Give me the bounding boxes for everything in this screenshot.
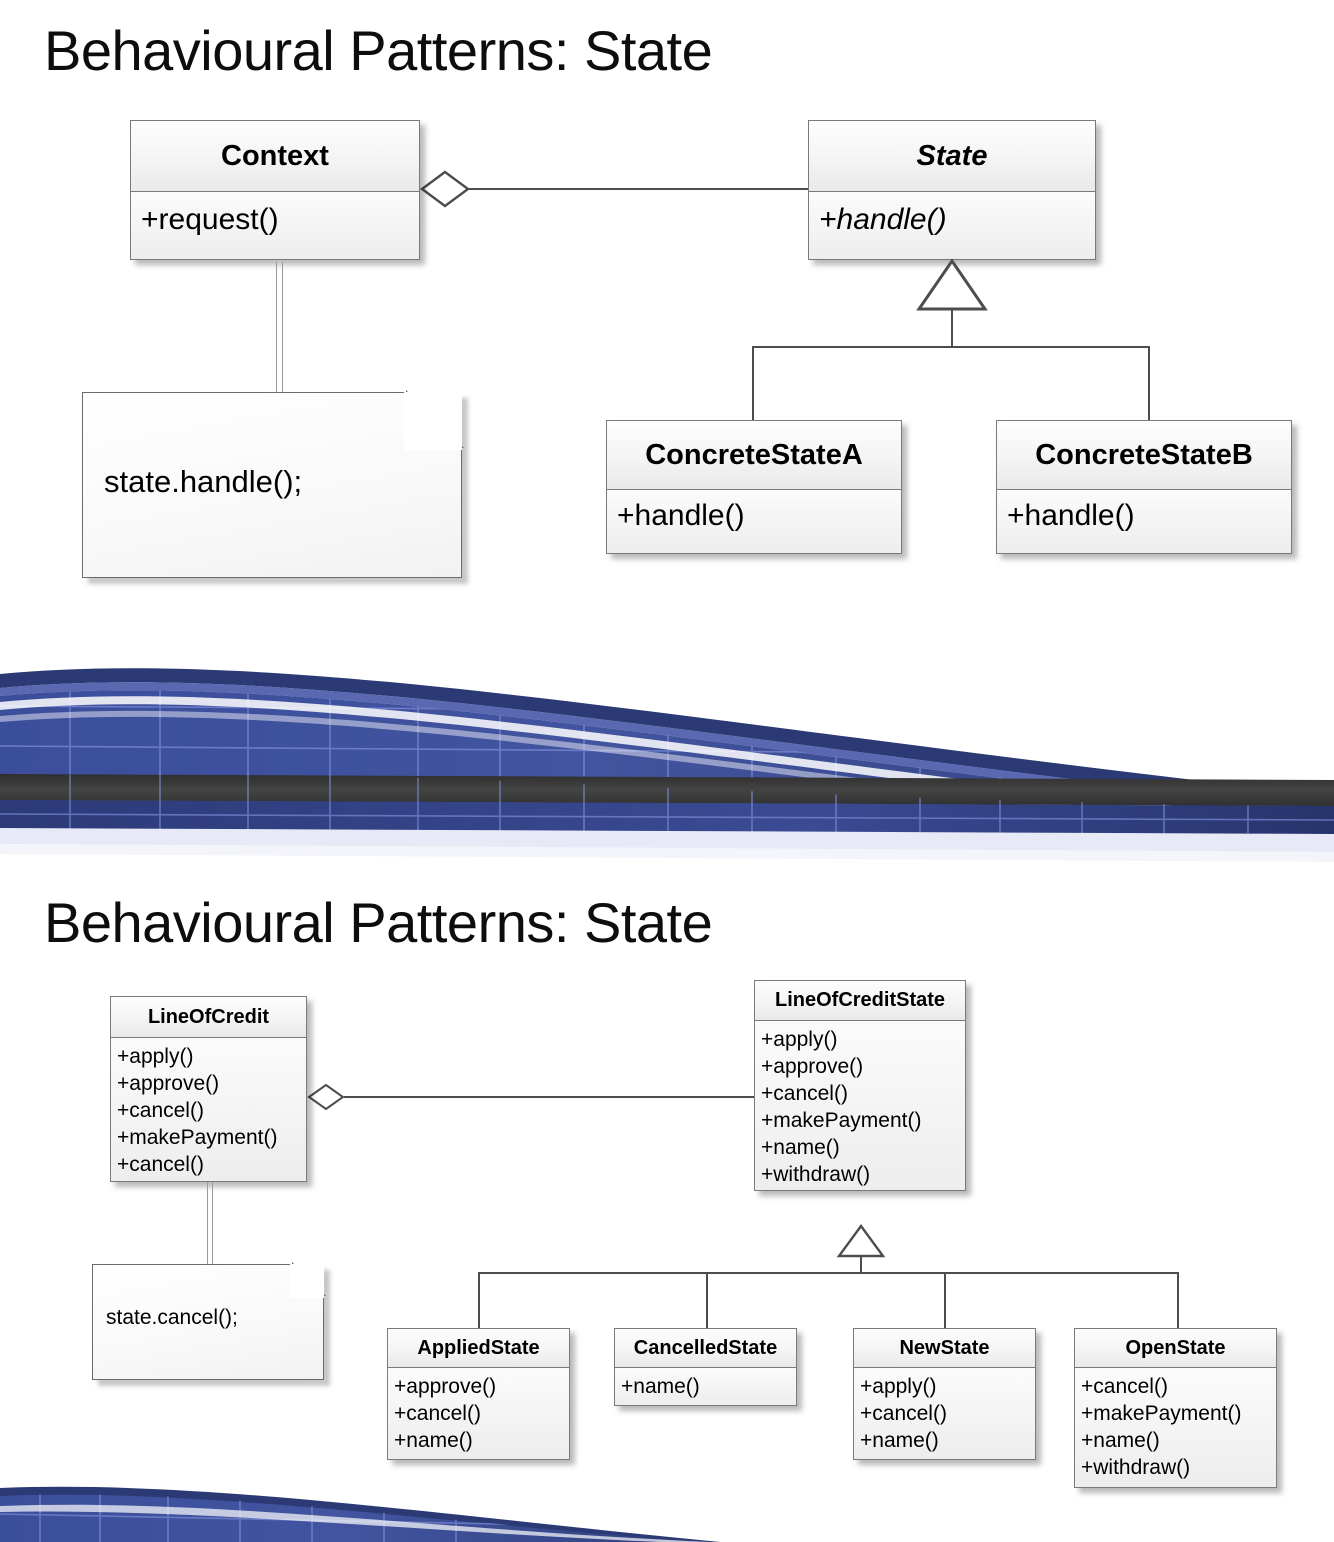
slide-state-pattern-generic: Behavioural Patterns: State Context +req… (0, 19, 1334, 868)
operation: +makePayment() (117, 1126, 278, 1149)
uml-class-line-of-credit-state[interactable]: LineOfCreditState +apply() +approve() +c… (754, 980, 966, 1191)
decorative-banner-bottom (0, 1480, 1334, 1542)
page-title: Behavioural Patterns: State (44, 19, 713, 82)
class-name-concrete-state-b: ConcreteStateB (996, 420, 1292, 490)
class-name-context: Context (130, 120, 420, 192)
note-link-context (276, 262, 286, 397)
aggregation-line-context-state (467, 188, 810, 190)
operation: +approve() (394, 1375, 497, 1398)
generalization-triangle-icon (836, 1224, 886, 1258)
operation: +apply() (860, 1375, 937, 1398)
generalization-drop-b (1148, 346, 1150, 420)
operation: +name() (394, 1429, 473, 1452)
decorative-banner (0, 628, 1334, 868)
operation: +cancel() (117, 1153, 204, 1176)
aggregation-line-loc-state (344, 1096, 756, 1098)
operation: +cancel() (117, 1099, 204, 1122)
operation: +approve() (117, 1072, 220, 1095)
class-name-line-of-credit: LineOfCredit (110, 996, 307, 1038)
generalization-triangle-icon (916, 258, 988, 311)
generalization-bus (752, 346, 1150, 348)
operation: +name() (761, 1136, 840, 1159)
operation: +makePayment() (1081, 1402, 1242, 1425)
uml-note-state-handle[interactable]: state.handle(); (82, 390, 468, 584)
operation: +cancel() (761, 1082, 848, 1105)
operation: +approve() (761, 1055, 864, 1078)
operation: +handle() (819, 203, 947, 236)
note-fold-fill (404, 392, 462, 450)
operation: +name() (621, 1375, 700, 1398)
page-title: Behavioural Patterns: State (44, 891, 713, 954)
note-text: state.handle(); (104, 464, 303, 499)
aggregation-diamond-icon (419, 170, 471, 208)
generalization-bus (478, 1272, 1178, 1274)
note-fold-fill (290, 1264, 324, 1298)
generalization-drop-cancelled (706, 1272, 708, 1334)
generalization-drop-applied (478, 1272, 480, 1334)
note-link-line-of-credit (207, 1182, 215, 1266)
generalization-stem (951, 310, 953, 348)
note-text: state.cancel(); (106, 1306, 238, 1329)
operation: +withdraw() (761, 1163, 871, 1186)
class-name-open-state: OpenState (1074, 1328, 1277, 1368)
uml-class-concrete-state-b[interactable]: ConcreteStateB +handle() (996, 420, 1292, 554)
operation: +request() (141, 203, 279, 236)
generalization-drop-a (752, 346, 754, 420)
uml-class-cancelled-state[interactable]: CancelledState +name() (614, 1328, 797, 1406)
operation: +cancel() (394, 1402, 481, 1425)
uml-class-concrete-state-a[interactable]: ConcreteStateA +handle() (606, 420, 902, 554)
operation: +makePayment() (761, 1109, 922, 1132)
aggregation-diamond-icon (307, 1083, 345, 1111)
generalization-drop-open (1177, 1272, 1179, 1334)
operation: +name() (1081, 1429, 1160, 1452)
class-name-state: State (808, 120, 1096, 192)
class-name-concrete-state-a: ConcreteStateA (606, 420, 902, 490)
operation: +apply() (117, 1045, 194, 1068)
operation: +cancel() (860, 1402, 947, 1425)
uml-class-line-of-credit[interactable]: LineOfCredit +apply() +approve() +cancel… (110, 996, 307, 1182)
generalization-drop-new (944, 1272, 946, 1334)
slide-state-pattern-loc: Behavioural Patterns: State LineOfCredit… (0, 868, 1334, 1542)
uml-class-open-state[interactable]: OpenState +cancel() +makePayment() +name… (1074, 1328, 1277, 1488)
uml-note-state-cancel[interactable]: state.cancel(); (92, 1262, 330, 1386)
uml-class-state[interactable]: State +handle() (808, 120, 1096, 260)
operation: +apply() (761, 1028, 838, 1051)
operation: +handle() (1007, 499, 1135, 532)
operation: +handle() (617, 499, 745, 532)
note-body (82, 392, 462, 578)
generalization-stem (860, 1256, 862, 1274)
uml-class-applied-state[interactable]: AppliedState +approve() +cancel() +name(… (387, 1328, 570, 1460)
operation: +withdraw() (1081, 1456, 1191, 1479)
uml-class-new-state[interactable]: NewState +apply() +cancel() +name() (853, 1328, 1036, 1460)
class-name-applied-state: AppliedState (387, 1328, 570, 1368)
operation: +cancel() (1081, 1375, 1168, 1398)
class-name-line-of-credit-state: LineOfCreditState (754, 980, 966, 1021)
class-name-cancelled-state: CancelledState (614, 1328, 797, 1368)
uml-class-context[interactable]: Context +request() (130, 120, 420, 260)
class-name-new-state: NewState (853, 1328, 1036, 1368)
note-body (92, 1264, 324, 1380)
operation: +name() (860, 1429, 939, 1452)
